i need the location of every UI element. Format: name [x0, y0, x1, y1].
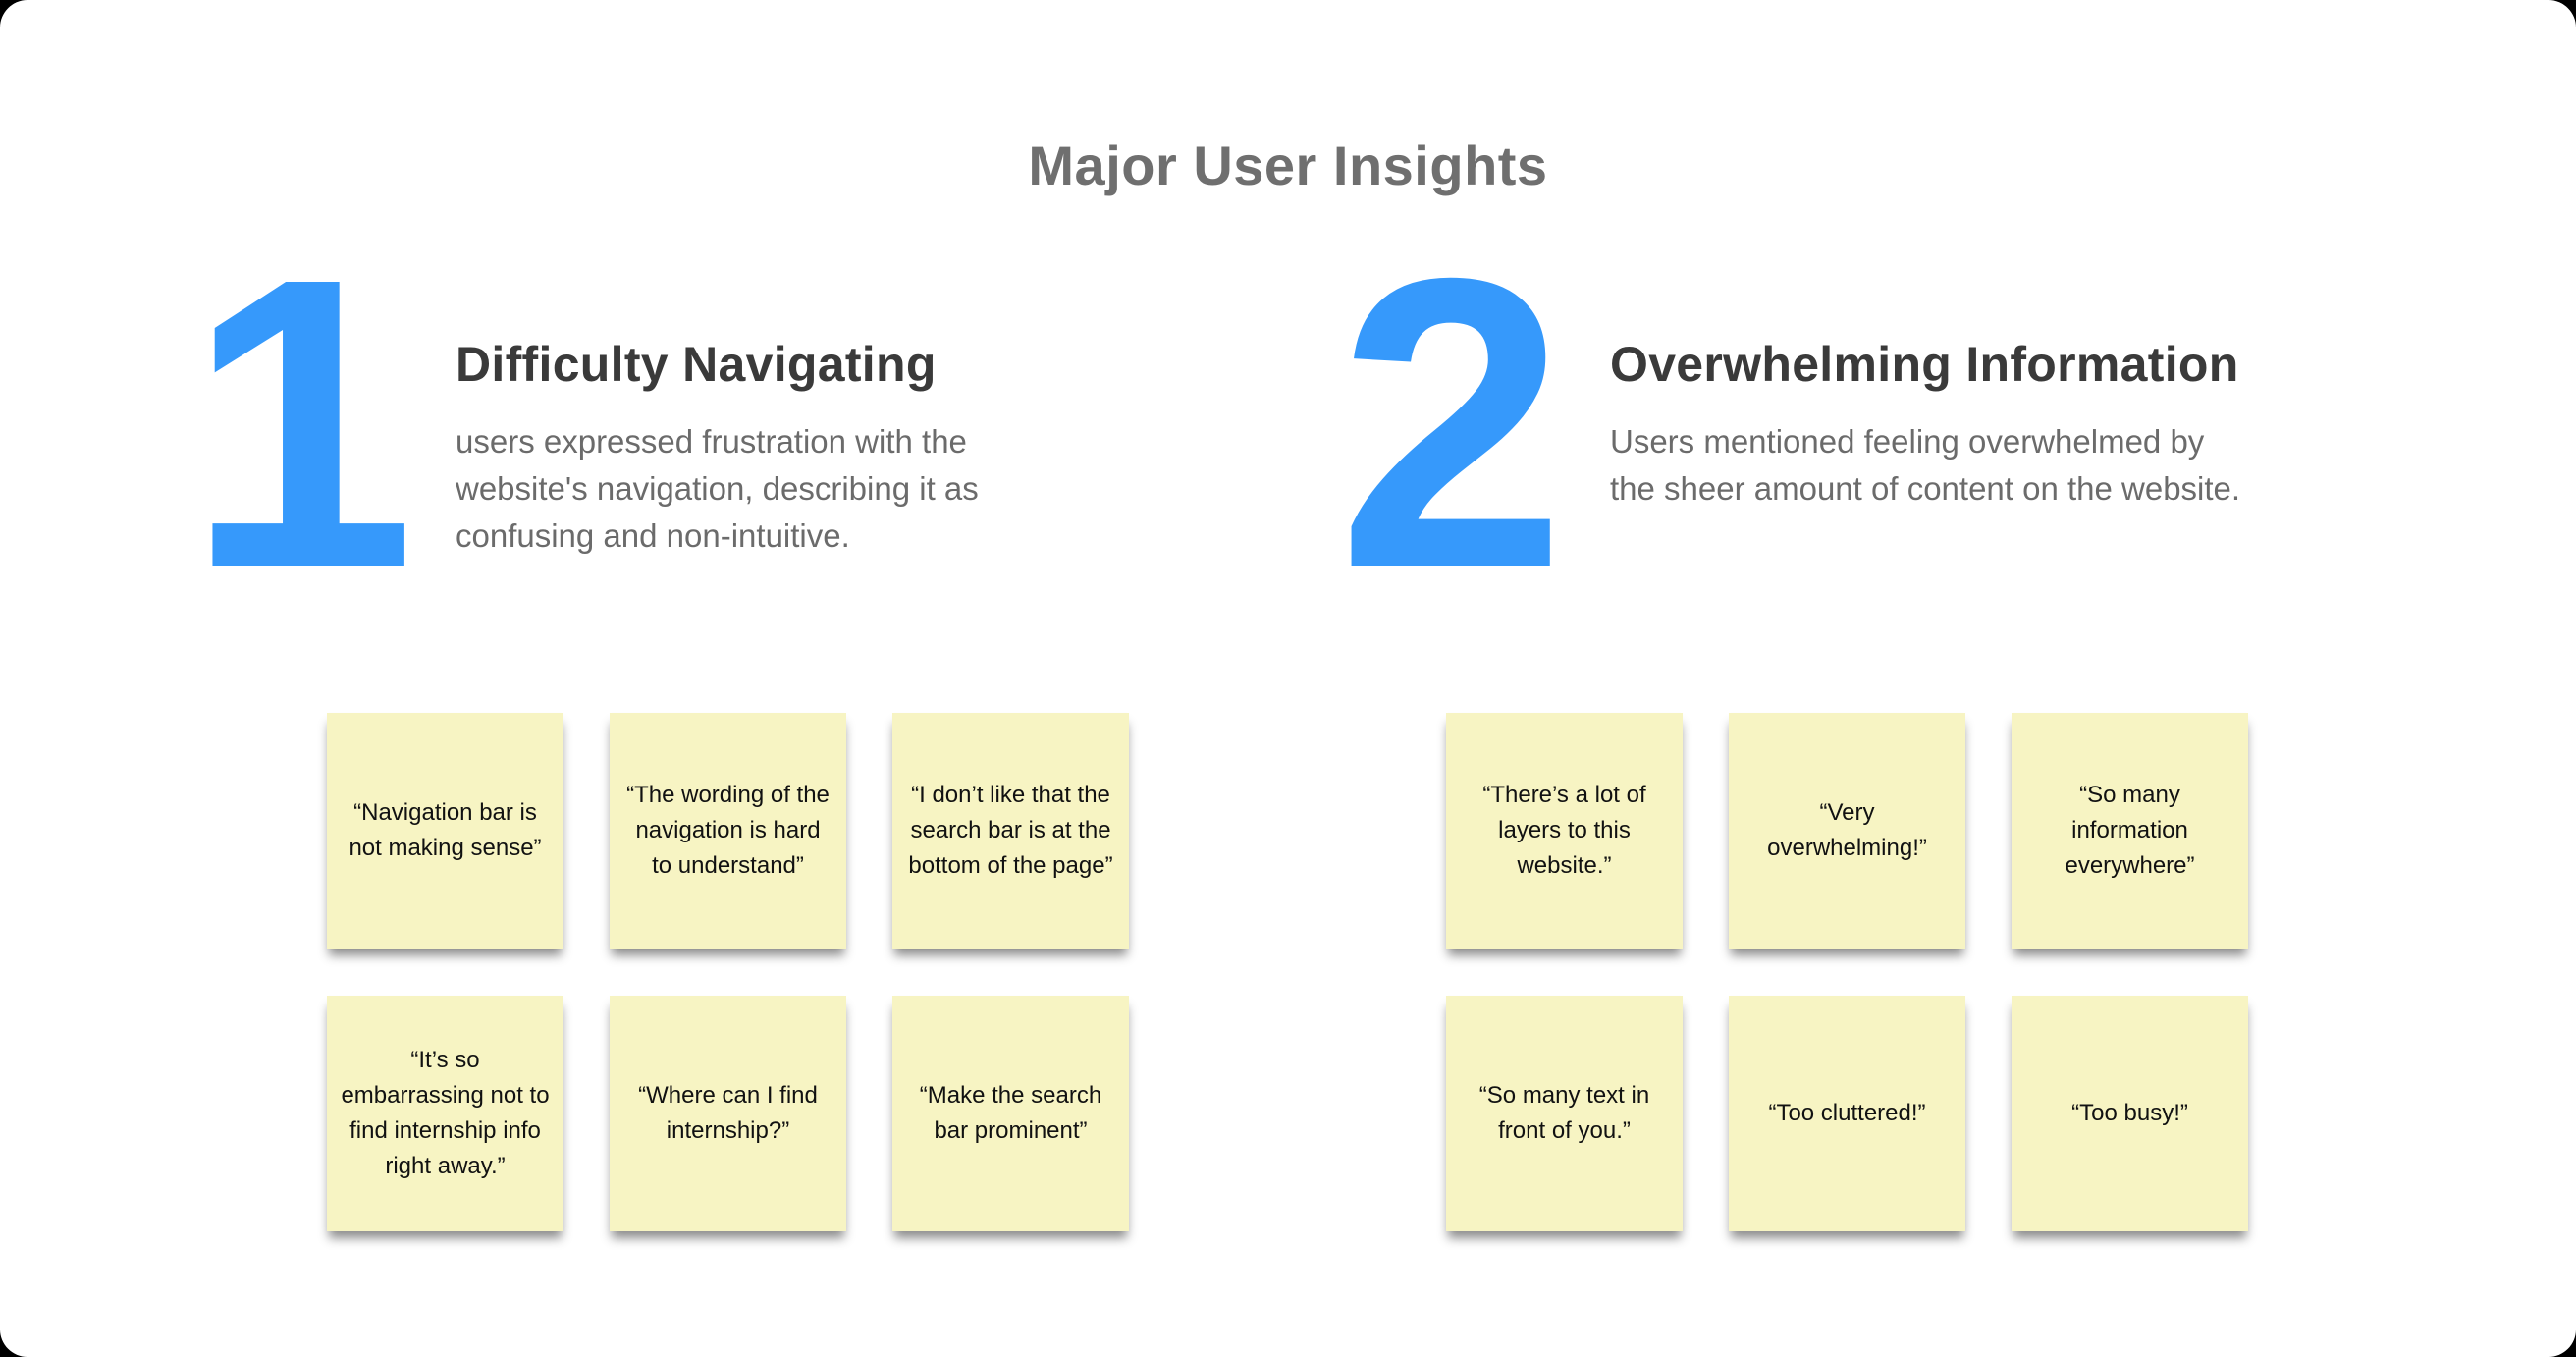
- sticky-note[interactable]: “So many information everywhere”: [2012, 713, 2248, 949]
- sticky-note[interactable]: “Make the search bar prominent”: [892, 996, 1129, 1231]
- section-2-description: Users mentioned feeling overwhelmed by t…: [1610, 423, 2241, 507]
- notes-grid-section-1: “Navigation bar is not making sense” “Th…: [327, 713, 1129, 1231]
- sticky-note[interactable]: “Too busy!”: [2012, 996, 2248, 1231]
- section-1-description: users expressed frustration with the web…: [456, 423, 979, 554]
- sticky-note[interactable]: “I don’t like that the search bar is at …: [892, 713, 1129, 949]
- sticky-note[interactable]: “There’s a lot of layers to this website…: [1446, 713, 1683, 949]
- sticky-note[interactable]: “It’s so embarrassing not to find intern…: [327, 996, 564, 1231]
- sticky-note[interactable]: “Where can I find internship?”: [610, 996, 846, 1231]
- section-1-number: 1: [187, 193, 416, 654]
- sticky-note[interactable]: “So many text in front of you.”: [1446, 996, 1683, 1231]
- sticky-note[interactable]: “Very overwhelming!”: [1729, 713, 1965, 949]
- section-2: Overwhelming Information Users mentioned…: [1610, 336, 2395, 513]
- notes-grid-section-2: “There’s a lot of layers to this website…: [1446, 713, 2248, 1231]
- slide-title: Major User Insights: [1028, 135, 1548, 196]
- sticky-note[interactable]: “The wording of the navigation is hard t…: [610, 713, 846, 949]
- section-2-heading: Overwhelming Information: [1610, 337, 2239, 392]
- section-1-heading: Difficulty Navigating: [456, 337, 937, 392]
- section-1: Difficulty Navigating users expressed fr…: [456, 336, 1064, 560]
- sticky-note[interactable]: “Too cluttered!”: [1729, 996, 1965, 1231]
- section-2-number: 2: [1337, 193, 1567, 654]
- sticky-note[interactable]: “Navigation bar is not making sense”: [327, 713, 564, 949]
